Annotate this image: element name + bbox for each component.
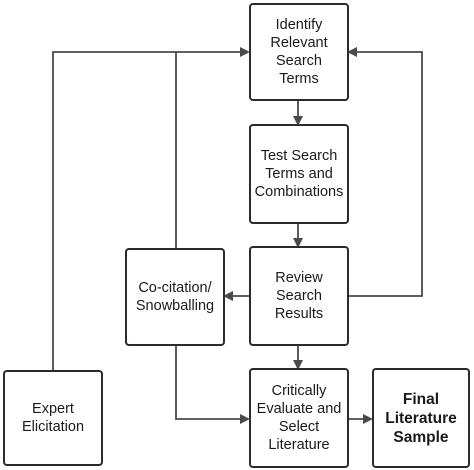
node-identify-label: Identify Relevant Search Terms — [270, 17, 328, 87]
node-expert-label: Expert Elicitation — [21, 401, 85, 435]
node-test-label: Test Search Terms and Combinations — [254, 148, 344, 200]
node-cocitation-label: Co-citation/ Snowballing — [135, 280, 215, 314]
arrow-review-feedback-to-identify — [347, 47, 423, 297]
node-expert-elicitation: Expert Elicitation — [3, 370, 103, 466]
node-identify-search-terms: Identify Relevant Search Terms — [249, 3, 349, 101]
node-cocitation-snowballing: Co-citation/ Snowballing — [125, 248, 225, 346]
node-critically-evaluate: Critically Evaluate and Select Literatur… — [249, 368, 349, 468]
node-review-label: Review Search Results — [274, 270, 324, 322]
arrow-cocitation-to-evaluate — [175, 346, 250, 424]
arrow-expert-to-identify — [52, 47, 250, 370]
node-review-search-results: Review Search Results — [249, 246, 349, 346]
node-test-search-terms: Test Search Terms and Combinations — [249, 124, 349, 224]
node-final-literature-sample: Final Literature Sample — [372, 368, 470, 468]
node-evaluate-label: Critically Evaluate and Select Literatur… — [256, 383, 342, 453]
node-final-label: Final Literature Sample — [385, 390, 457, 446]
